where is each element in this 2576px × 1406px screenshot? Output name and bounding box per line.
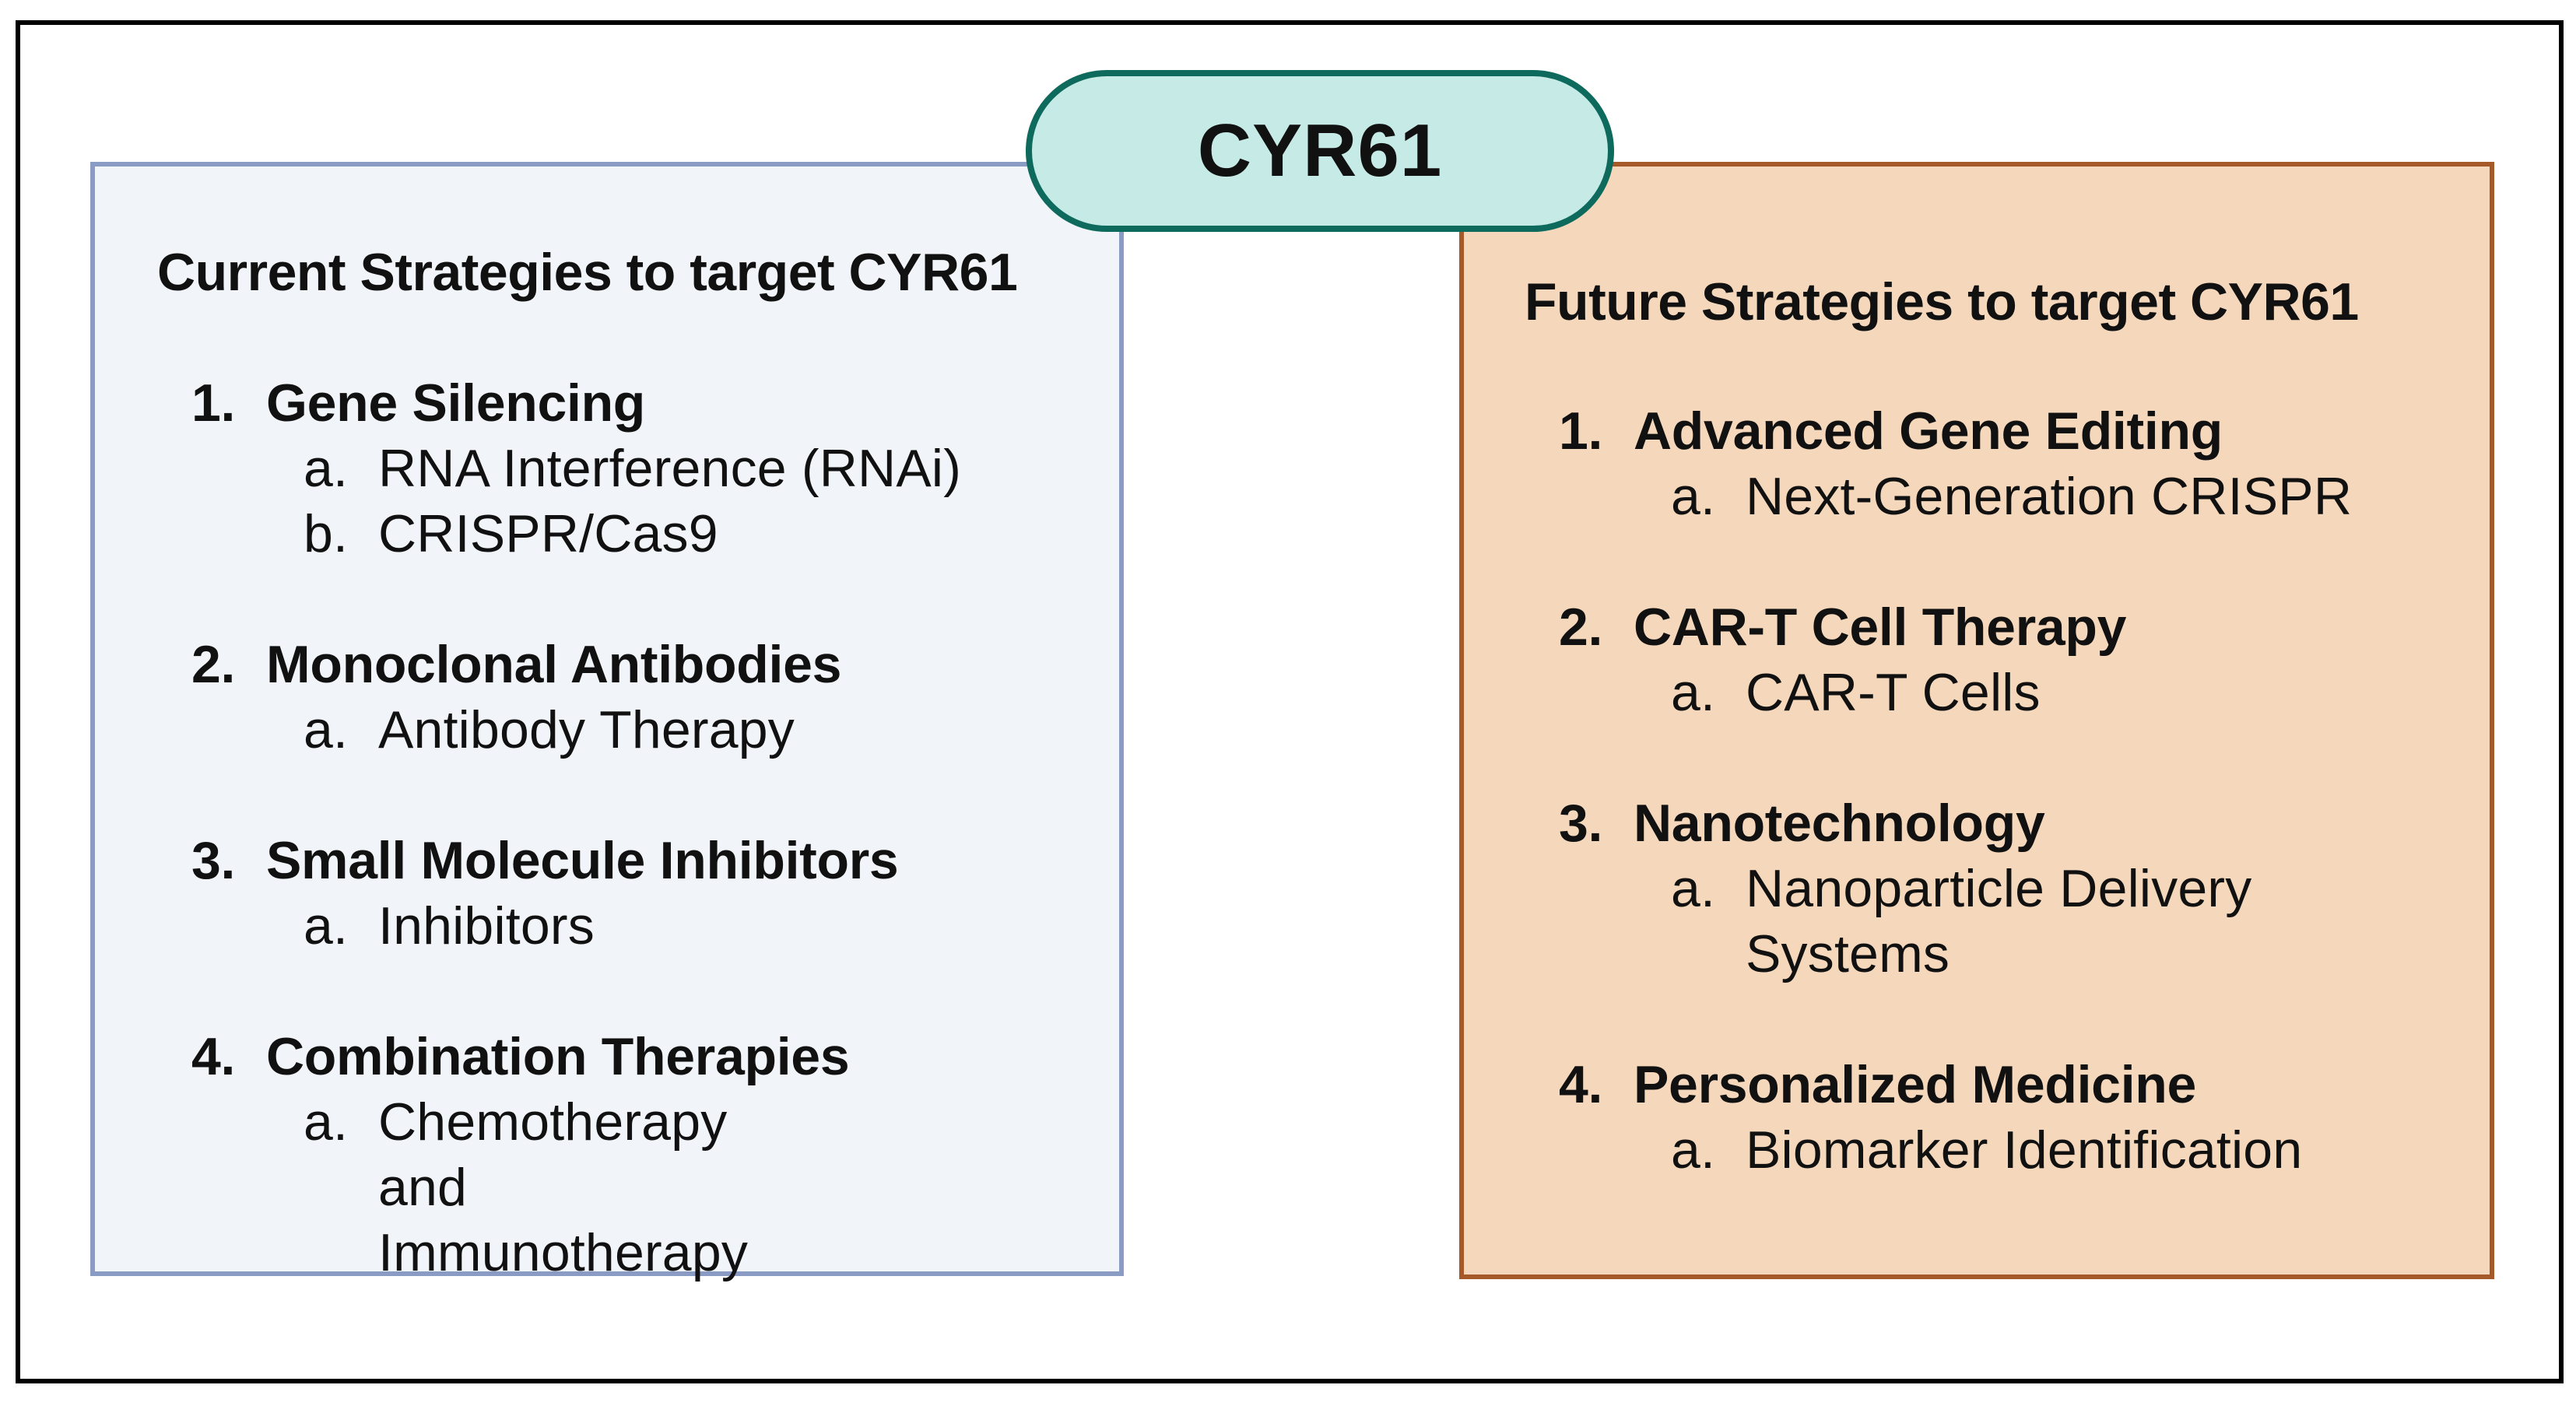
sub-item-letter: a. xyxy=(304,1092,349,1152)
sub-item-text: RNA Interference (RNAi) xyxy=(378,439,962,498)
strategy-title: Gene Silencing xyxy=(266,373,646,433)
strategy-title: CAR-T Cell Therapy xyxy=(1634,598,2127,657)
sub-item-letter: a. xyxy=(304,700,349,759)
sub-item-letter: b. xyxy=(304,504,349,563)
sub-item: a. Biomarker Identification xyxy=(1559,1117,2490,1183)
cyr61-center-node: CYR61 xyxy=(1026,70,1614,232)
strategy-number: 1. xyxy=(1559,401,1603,461)
strategy-number: 4. xyxy=(191,1027,236,1086)
sub-item-text: Nanoparticle Delivery Systems xyxy=(1746,859,2252,983)
current-strategy-1: 1. Gene Silencing a. RNA Interference (R… xyxy=(191,370,1119,566)
future-strategy-1: 1. Advanced Gene Editing a. Next-Generat… xyxy=(1559,398,2490,529)
strategy-heading: 1. Advanced Gene Editing xyxy=(1559,398,2490,464)
current-strategies-panel: Current Strategies to target CYR61 1. Ge… xyxy=(90,162,1124,1282)
sub-item-text: CAR-T Cells xyxy=(1746,663,2041,722)
strategy-number: 2. xyxy=(191,635,236,694)
strategy-title: Small Molecule Inhibitors xyxy=(266,831,899,890)
future-strategy-3: 3. Nanotechnology a. Nanoparticle Delive… xyxy=(1559,791,2490,987)
sub-item: a. Nanoparticle Delivery Systems xyxy=(1559,856,2283,987)
sub-item: a. Antibody Therapy xyxy=(191,697,1119,763)
sub-item: a. Next-Generation CRISPR xyxy=(1559,464,2490,529)
current-strategies-title: Current Strategies to target CYR61 xyxy=(157,243,1018,302)
center-node-label: CYR61 xyxy=(1197,109,1443,192)
future-strategy-2: 2. CAR-T Cell Therapy a. CAR-T Cells xyxy=(1559,594,2490,725)
sub-item-text: Biomarker Identification xyxy=(1746,1120,2303,1180)
strategy-number: 2. xyxy=(1559,598,1603,657)
sub-item-text: Next-Generation CRISPR xyxy=(1746,467,2353,526)
sub-item-letter: a. xyxy=(1671,1120,1716,1180)
sub-item-text: Chemotherapy and Immunotherapy xyxy=(378,1092,749,1282)
current-strategy-3: 3. Small Molecule Inhibitors a. Inhibito… xyxy=(191,828,1119,959)
strategy-number: 3. xyxy=(1559,794,1603,853)
sub-item-letter: a. xyxy=(304,896,349,955)
sub-item: a. Inhibitors xyxy=(191,893,1119,959)
strategy-heading: 3. Small Molecule Inhibitors xyxy=(191,828,1119,893)
strategy-heading: 2. Monoclonal Antibodies xyxy=(191,632,1119,697)
strategy-title: Nanotechnology xyxy=(1634,794,2045,853)
strategy-heading: 2. CAR-T Cell Therapy xyxy=(1559,594,2490,660)
strategy-heading: 4. Combination Therapies xyxy=(191,1024,1119,1089)
strategy-heading: 4. Personalized Medicine xyxy=(1559,1052,2490,1117)
sub-item-text: Inhibitors xyxy=(378,896,595,955)
sub-item: a. CAR-T Cells xyxy=(1559,660,2490,725)
future-strategies-panel: Future Strategies to target CYR61 1. Adv… xyxy=(1459,162,2494,1279)
strategy-number: 1. xyxy=(191,373,236,433)
sub-item: b. CRISPR/Cas9 xyxy=(191,501,1119,566)
current-strategy-4: 4. Combination Therapies a. Chemotherapy… xyxy=(191,1024,1119,1285)
sub-item-letter: a. xyxy=(1671,663,1716,722)
sub-item-letter: a. xyxy=(1671,467,1716,526)
sub-item-text: Antibody Therapy xyxy=(378,700,795,759)
strategy-heading: 1. Gene Silencing xyxy=(191,370,1119,436)
strategy-number: 4. xyxy=(1559,1055,1603,1114)
strategy-heading: 3. Nanotechnology xyxy=(1559,791,2490,856)
sub-item-letter: a. xyxy=(304,439,349,498)
sub-item-text: CRISPR/Cas9 xyxy=(378,504,718,563)
strategy-title: Advanced Gene Editing xyxy=(1634,401,2223,461)
current-strategy-2: 2. Monoclonal Antibodies a. Antibody The… xyxy=(191,632,1119,763)
strategy-title: Monoclonal Antibodies xyxy=(266,635,842,694)
sub-item: a. Chemotherapy and Immunotherapy xyxy=(191,1089,830,1285)
sub-item: a. RNA Interference (RNAi) xyxy=(191,436,1119,501)
strategy-title: Combination Therapies xyxy=(266,1027,850,1086)
future-strategies-title: Future Strategies to target CYR61 xyxy=(1525,272,2359,331)
strategy-number: 3. xyxy=(191,831,236,890)
future-strategy-4: 4. Personalized Medicine a. Biomarker Id… xyxy=(1559,1052,2490,1183)
strategy-title: Personalized Medicine xyxy=(1634,1055,2197,1114)
sub-item-letter: a. xyxy=(1671,859,1716,918)
